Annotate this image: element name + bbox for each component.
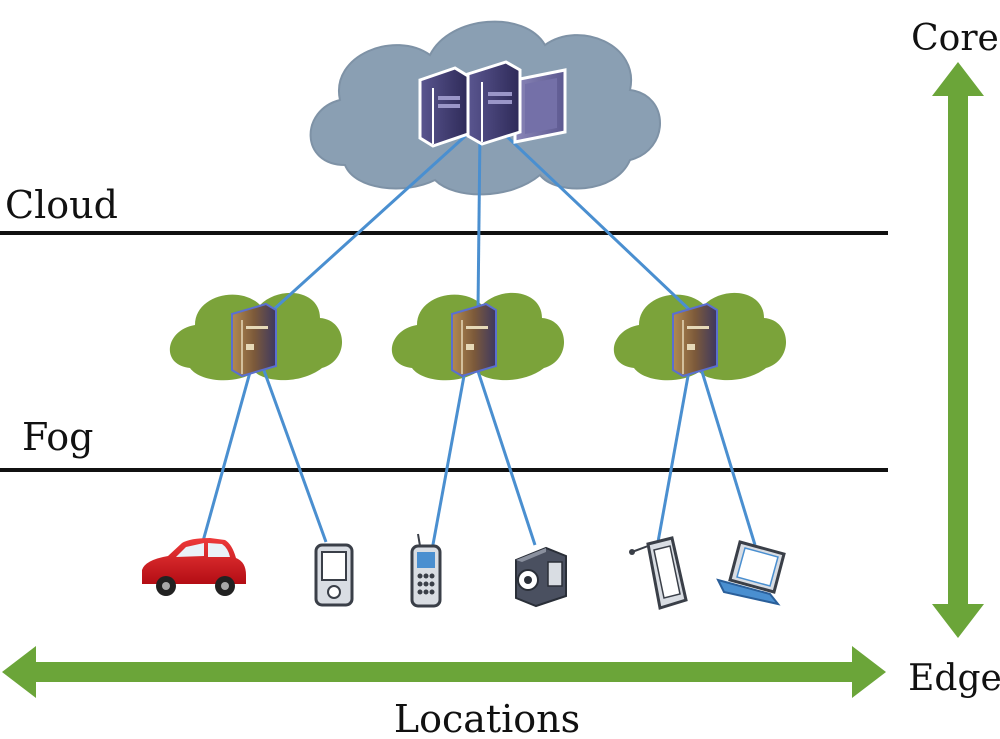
fog-device-links [198,364,757,553]
core-edge-arrow [932,62,984,638]
fog-server-icon-2 [451,302,497,378]
cloud-layer-label: Cloud [5,183,118,227]
fog-layer-label: Fog [22,415,94,459]
server-cluster-icon [418,60,567,148]
locations-label: Locations [394,697,580,739]
fog-server-icon-1 [231,302,277,378]
pda-icon [314,543,354,607]
locations-arrow [2,646,886,698]
core-fog-links [260,128,697,322]
laptop-icon [716,540,786,606]
mobile-phone-icon [410,533,442,608]
edge-label: Edge [908,658,1000,699]
video-camera-icon [515,546,567,608]
fog-server-icon-3 [672,302,718,378]
car-icon [142,538,246,596]
core-label: Core [911,18,999,59]
tablet-icon [629,536,688,610]
